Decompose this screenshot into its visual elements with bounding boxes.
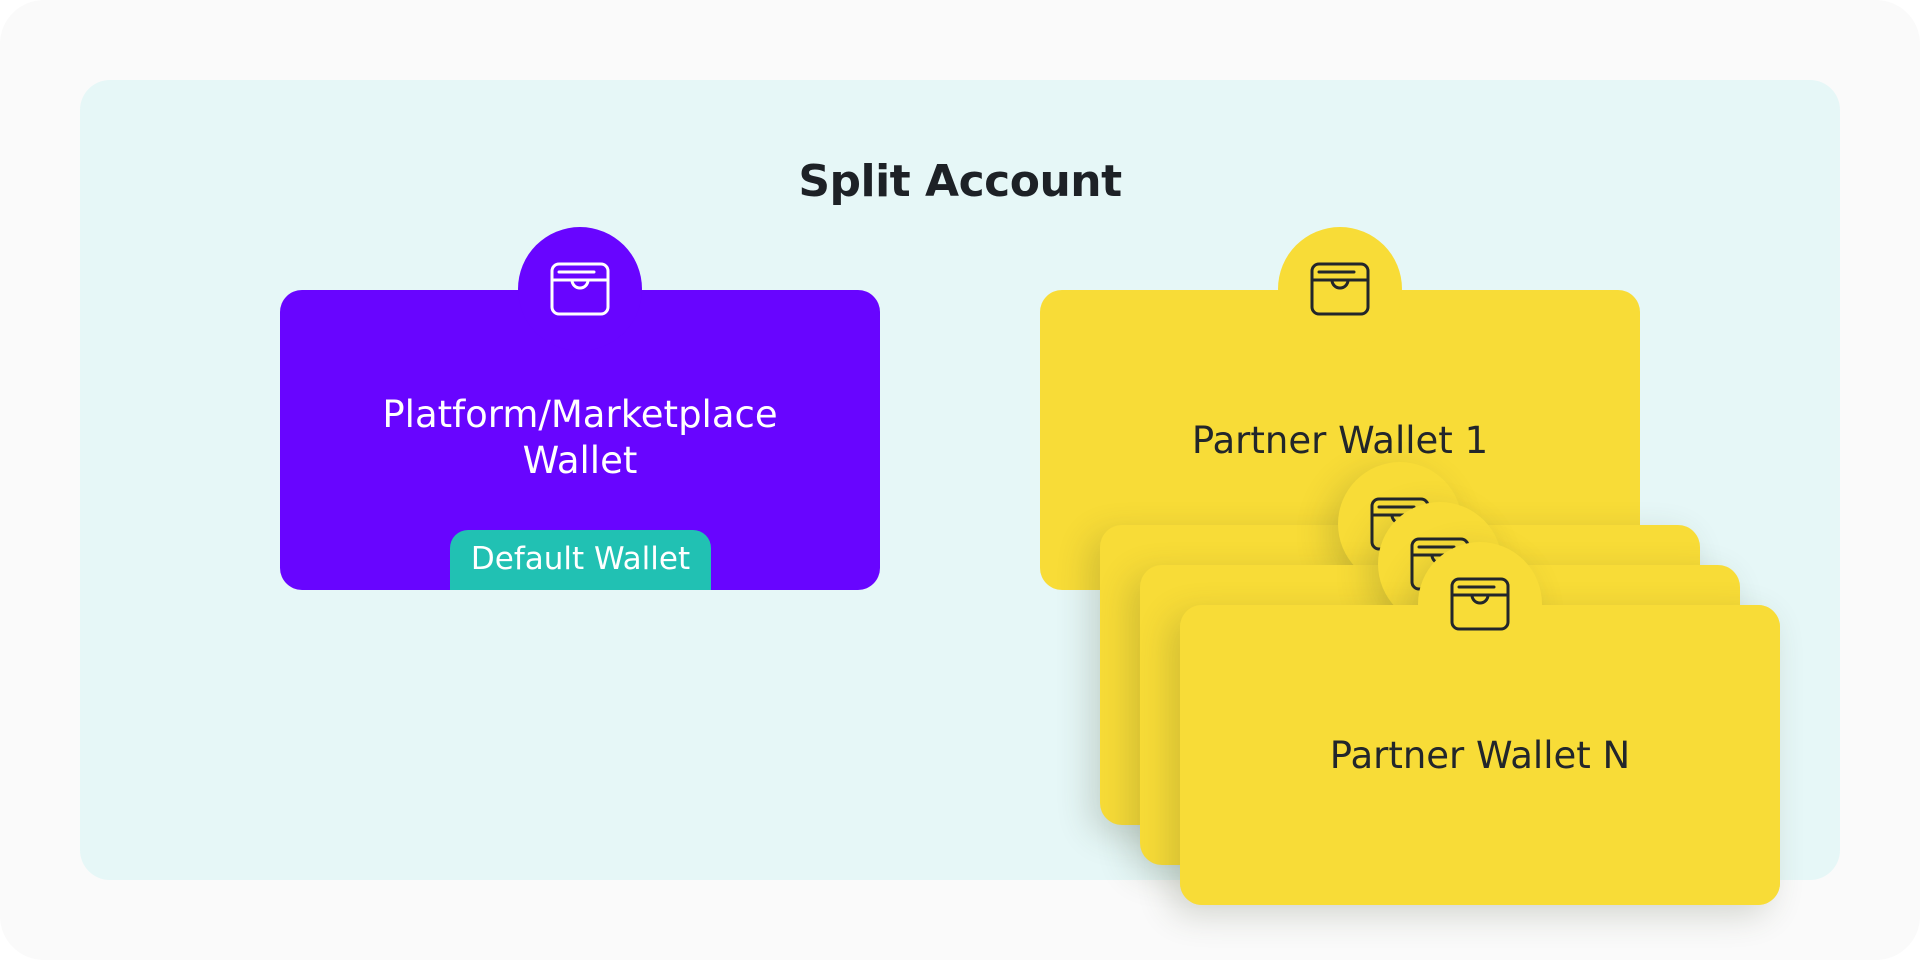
platform-wallet-label-line2: Wallet (522, 439, 638, 482)
partner-wallet-1-label: Partner Wallet 1 (1191, 419, 1489, 462)
platform-wallet-label: Platform/Marketplace Wallet (280, 392, 880, 484)
wallet-icon (1450, 577, 1510, 631)
platform-wallet-label-line1: Platform/Marketplace (382, 393, 778, 436)
default-wallet-badge: Default Wallet (450, 530, 711, 590)
diagram-title: Split Account (798, 156, 1122, 207)
wallet-icon (550, 262, 610, 316)
wallet-icon (1310, 262, 1370, 316)
partner-wallet-n-label: Partner Wallet N (1329, 734, 1631, 777)
partner-wallet-n-card-face (1180, 605, 1780, 905)
